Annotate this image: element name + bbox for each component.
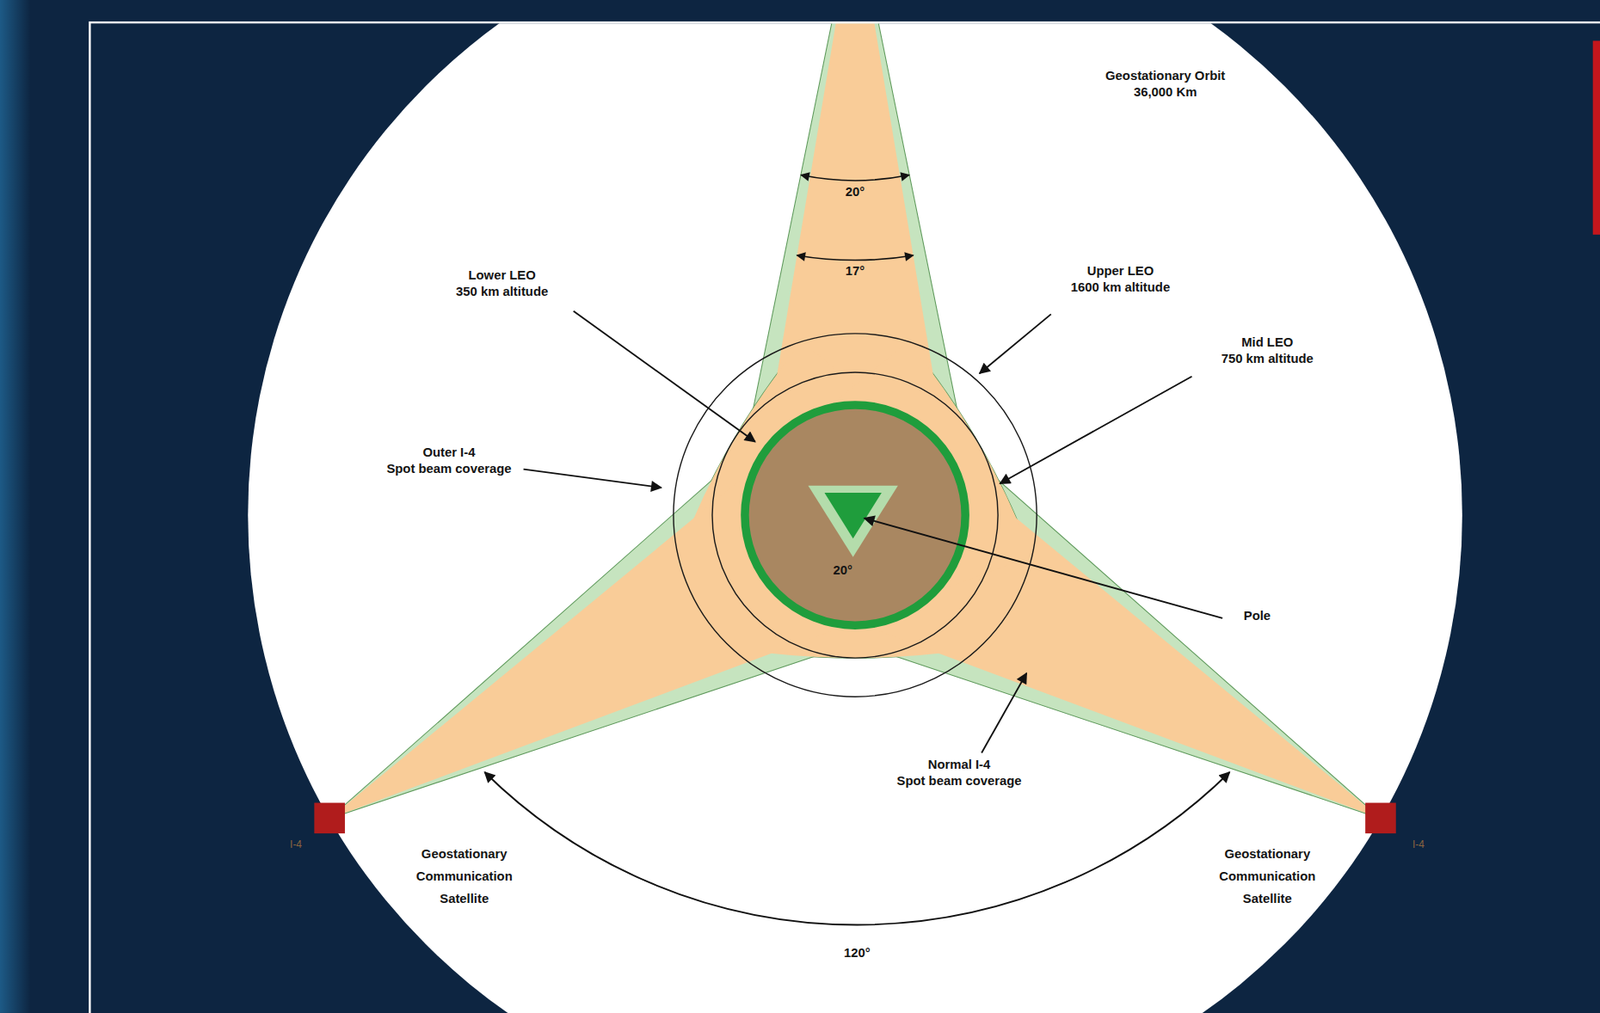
orbit-name: Upper LEO (1087, 263, 1154, 280)
orbit-field (247, 23, 1463, 1013)
leader-line (573, 311, 756, 443)
angle-arc-17 (796, 255, 913, 261)
beam-description: Spot beam coverage (897, 773, 1022, 790)
mid-leo-orbit (712, 372, 998, 659)
pole-label: Pole (1243, 608, 1271, 625)
satellite-icon (1365, 803, 1397, 835)
satellite-label: Geostationary Communication Satellite (1210, 843, 1325, 911)
beam-name: Normal I-4 (928, 756, 991, 774)
leader-line (523, 469, 662, 488)
satellite-label: Geostationary Communication Satellite (406, 843, 522, 911)
leader-line (981, 673, 1027, 754)
red-bar (1593, 40, 1600, 234)
side-strip (0, 0, 31, 1013)
orbit-name: Lower LEO (467, 267, 536, 284)
orbit-name: Mid LEO (1241, 334, 1293, 351)
outer-spot-beams (254, 23, 1456, 948)
leader-lines (523, 311, 1224, 754)
leader-line (979, 313, 1052, 374)
frame (89, 22, 1600, 1013)
pole-triangle-inner (824, 492, 881, 539)
satellite-tag: I-4 (1412, 838, 1425, 851)
normal-beam (267, 336, 1041, 926)
pole-triangle (807, 486, 898, 558)
satellite-tag: I-4 (289, 838, 302, 851)
angle-label: 120° (843, 944, 871, 961)
orbit-altitude: 1600 km altitude (1070, 279, 1170, 296)
beam-name: Outer I-4 (422, 444, 475, 462)
geostationary-orbit-disc (247, 23, 1463, 1013)
earth-lower-leo-ring (744, 405, 966, 626)
beam-description: Spot beam coverage (386, 461, 511, 478)
angle-label: 17° (845, 263, 865, 280)
angle-arc-120 (484, 772, 1230, 925)
angle-arc-20 (800, 175, 910, 181)
leader-line (864, 518, 1223, 619)
normal-beam (731, 23, 979, 659)
angle-label: 20° (833, 562, 853, 579)
satellite-icon (313, 803, 345, 835)
orbit-altitude: 350 km altitude (455, 283, 548, 301)
orbit-altitude: 36,000 Km (1133, 83, 1197, 100)
leader-line (999, 376, 1192, 485)
orbit-title: Geostationary Orbit (1105, 67, 1225, 84)
normal-spot-beams (267, 23, 1443, 926)
upper-leo-orbit (673, 333, 1037, 697)
orbit-altitude: 750 km altitude (1221, 350, 1314, 368)
angle-label: 20° (845, 184, 865, 201)
